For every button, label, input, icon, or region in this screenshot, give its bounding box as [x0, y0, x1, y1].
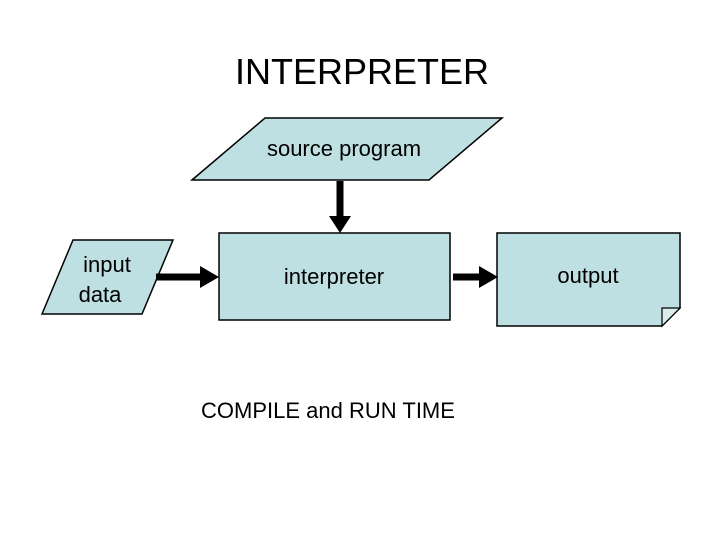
arrow-source-to-interpreter	[329, 181, 351, 233]
page-title: INTERPRETER	[235, 51, 489, 92]
input-data-parallelogram-shape	[40, 239, 175, 315]
arrow-head-down	[329, 216, 351, 233]
interpreter-label: interpreter	[284, 264, 384, 289]
node-input-data[interactable]: input data	[40, 239, 175, 315]
arrow-head-right-1	[200, 266, 219, 288]
node-interpreter[interactable]: interpreter	[218, 232, 451, 321]
arrow-input-to-interpreter	[156, 266, 219, 288]
output-label: output	[557, 263, 618, 288]
source-program-label: source program	[267, 136, 421, 161]
arrow-head-right-2	[479, 266, 498, 288]
interpreter-rectangle-shape	[218, 232, 451, 321]
diagram-caption: COMPILE and RUN TIME	[201, 398, 455, 423]
output-document-fold-icon	[661, 307, 682, 328]
node-output[interactable]: output	[496, 232, 682, 328]
node-source-program[interactable]: source program	[189, 117, 505, 181]
input-data-label-line1: input	[83, 252, 131, 277]
arrow-interpreter-to-output	[453, 266, 498, 288]
input-data-label-line2: data	[79, 282, 123, 307]
source-program-parallelogram-shape	[189, 117, 505, 181]
